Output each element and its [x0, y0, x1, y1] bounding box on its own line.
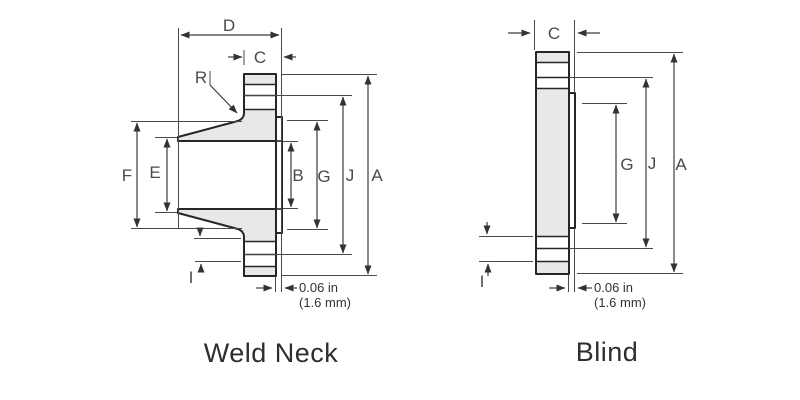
blind-dimension-lines [483, 29, 678, 292]
blind-extension-lines [479, 20, 683, 292]
raised-face-note-line2: (1.6 mm) [299, 295, 351, 310]
raised-face-note-line1: 0.06 in [299, 280, 338, 295]
dim-label-e: E [149, 163, 160, 182]
dim-label-g: G [317, 167, 330, 186]
blind-diagram: C G J A I 0.06 in (1.6 mm) Blind [479, 20, 687, 367]
dim-label-c: C [548, 24, 560, 43]
weld-neck-diagram: D C R F E B G J A I 0.06 in (1.6 mm) Wel… [122, 16, 384, 368]
dim-label-j: J [346, 166, 355, 185]
dim-label-i: I [189, 268, 194, 287]
blind-dimension-labels: C G J A I 0.06 in (1.6 mm) [480, 24, 688, 310]
dim-label-b: B [292, 166, 303, 185]
raised-face-note-line1: 0.06 in [594, 280, 633, 295]
dim-label-g: G [620, 155, 633, 174]
dim-label-r: R [195, 68, 207, 87]
weld-neck-extension-lines [131, 28, 377, 292]
blind-raised-face [568, 92, 576, 229]
blind-flange-body [535, 51, 576, 275]
blind-facing-band-top [537, 62, 568, 89]
dim-label-a: A [675, 155, 687, 174]
weld-neck-flange-body [177, 73, 283, 277]
weld-neck-facing-band-top [245, 84, 275, 110]
weld-neck-dimension-labels: D C R F E B G J A I 0.06 in (1.6 mm) [122, 16, 384, 310]
dim-label-i: I [480, 272, 485, 291]
dim-label-j: J [648, 154, 657, 173]
weld-neck-dimension-lines [133, 31, 372, 292]
blind-facing-lines [536, 61, 569, 263]
weld-neck-title: Weld Neck [204, 338, 339, 368]
dim-label-d: D [223, 16, 235, 35]
raised-face-note-line2: (1.6 mm) [594, 295, 646, 310]
dim-label-c: C [254, 48, 266, 67]
dim-label-f: F [122, 166, 132, 185]
fillet-radius-leader-arrow [209, 84, 238, 114]
blind-title: Blind [576, 337, 639, 367]
dim-label-a: A [371, 166, 383, 185]
